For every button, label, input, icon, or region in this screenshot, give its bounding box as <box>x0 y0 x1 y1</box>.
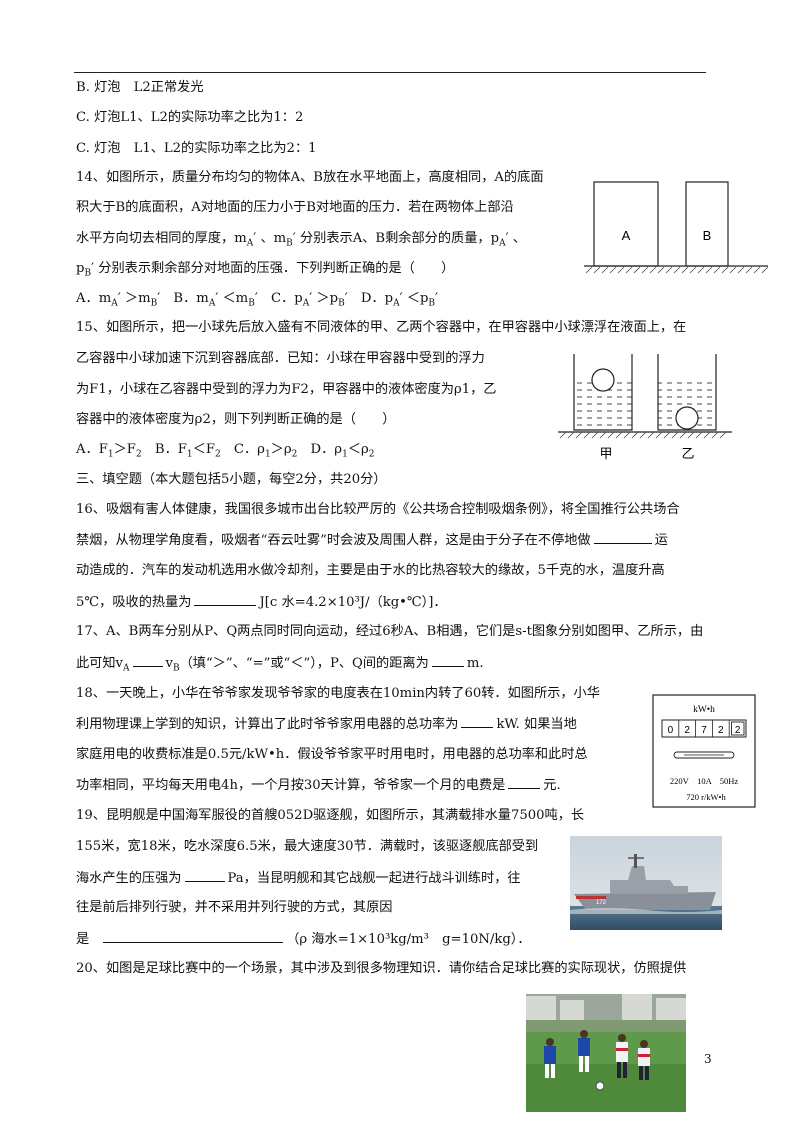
meter-digit-3: 7 <box>701 725 707 736</box>
meter-spec: 220V 10A 50Hz <box>670 776 739 786</box>
q18-text-b: kW. 如果当地 <box>496 717 577 732</box>
q18-text-d: 元. <box>543 778 561 793</box>
block-a <box>593 181 659 267</box>
q16-text-d: J[c 水=4.2×10³J/（kg•℃）]． <box>259 595 447 610</box>
label-yi: 乙 <box>681 447 694 462</box>
q18-line2: 利用物理课上学到的知识，计算出了此时爷爷家用电器的总功率为 kW. 如果当地 <box>76 714 577 735</box>
q19-text-c: 是 <box>76 932 90 947</box>
block-b-label: B <box>703 228 712 243</box>
meter-digit-box <box>661 719 747 738</box>
meter-unit: kW•h <box>693 705 715 715</box>
meter-decimal-box <box>731 721 745 736</box>
q14-line4: pB′ 分别表示剩余部分对地面的压强．下列判断正确的是（ ） <box>76 261 455 279</box>
q17-text-d: m. <box>466 656 484 671</box>
blocks-figure: A B <box>584 181 769 274</box>
q15-line2: 乙容器中小球加速下沉到容器底部．已知：小球在甲容器中受到的浮力 <box>76 351 485 366</box>
container-yi <box>657 354 717 431</box>
q18-text-a: 利用物理课上学到的知识，计算出了此时爷爷家用电器的总功率为 <box>76 717 459 732</box>
table-hatch <box>559 431 727 439</box>
q16-text-c: 5℃，吸收的热量为 <box>76 595 192 610</box>
meter-digit-2: 2 <box>684 725 690 736</box>
q15-line3: 为F1，小球在乙容器中受到的浮力为F2，甲容器中的液体密度为ρ1，乙 <box>76 382 497 397</box>
header-rule <box>74 72 706 73</box>
q19-line4: 往是前后排列行驶，并不采用并列行驶的方式，其原因 <box>76 900 393 915</box>
option-b: B. 灯泡 L2正常发光 <box>76 80 204 95</box>
q17-text-b: v <box>165 656 173 671</box>
meter-digit-4: 2 <box>718 725 724 736</box>
q19-line1: 19、昆明舰是中国海军服役的首艘052D驱逐舰，如图所示，其满载排水量7500吨… <box>76 808 585 823</box>
ball-sunk <box>675 406 699 430</box>
q19-blank-1[interactable] <box>184 868 225 882</box>
q19-text-b: Pa，当昆明舰和其它战舰一起进行战斗训练时，往 <box>227 871 521 886</box>
q19-text-a: 海水产生的压强为 <box>76 871 182 886</box>
electricity-meter: kW•h 0 2 7 2 2 220V 10A 50Hz 720 r/kW•h <box>652 694 756 808</box>
ball-floating <box>591 368 615 392</box>
q18-blank-2[interactable] <box>508 775 541 789</box>
q14-line1: 14、如图所示，质量分布均匀的物体A、B放在水平地面上，高度相同，A的底面 <box>76 170 544 185</box>
q16-text-b: 运 <box>654 533 668 548</box>
q15-line1: 15、如图所示，把一小球先后放入盛有不同液体的甲、乙两个容器中，在甲容器中小球漂… <box>76 320 687 335</box>
q15-options: A．F1＞F2 B．F1＜F2 C．ρ1＞ρ2 D．ρ1＜ρ2 <box>76 442 375 460</box>
container-jia <box>573 354 633 431</box>
q14-options: A．mA′ ＞mB′ B．mA′ ＜mB′ C．pA′ ＞pB′ D．pA′ ＜… <box>76 291 439 309</box>
page-number: 3 <box>704 1052 712 1066</box>
section-3-title: 三、填空题（本大题包括5小题，每空2分，共20分） <box>76 472 387 487</box>
q19-text-d: （ρ 海水=1×10³kg/m³ g=10N/kg）． <box>286 932 531 947</box>
q18-line3: 家庭用电的收费标准是0.5元/kW•h．假设爷爷家平时用电时，用电器的总功率和此… <box>76 747 588 762</box>
q17-line1: 17、A、B两车分别从P、Q两点同时同向运动，经过6秒A、B相遇，它们是s-t图… <box>76 624 704 639</box>
q18-line4: 功率相同，平均每天用电4h，一个月按30天计算，爷爷家一个月的电费是 元. <box>76 775 561 796</box>
q17-text-c: （填“＞”、“=”或“＜”），P、Q间的距离为 <box>179 656 429 671</box>
containers-figure: 甲 乙 <box>558 354 732 462</box>
q14-text-a: 水平方向切去相同的厚度，m <box>76 231 247 246</box>
q14-text-c: ′ 分别表示A、B剩余部分的质量，p <box>292 231 500 246</box>
q19-line2: 155米，宽18米，吃水深度6.5米，最大速度30节．满载时，该驱逐舰底部受到 <box>76 839 539 854</box>
q18-line1: 18、一天晚上，小华在爷爷家发现爷爷家的电度表在10min内转了60转．如图所示… <box>76 686 600 701</box>
q17-text-a: 此可知v <box>76 656 124 671</box>
q19-line5: 是 （ρ 海水=1×10³kg/m³ g=10N/kg）． <box>76 929 531 950</box>
meter-digit-5: 2 <box>735 725 741 736</box>
q16-line1: 16、吸烟有害人体健康，我国很多城市出台比较严厉的《公共场合控制吸烟条例》，将全… <box>76 502 680 517</box>
ground-hatch <box>585 266 769 274</box>
q19-line3: 海水产生的压强为 Pa，当昆明舰和其它战舰一起进行战斗训练时，往 <box>76 868 521 889</box>
q17-blank-2[interactable] <box>431 653 464 667</box>
q14-line2: 积大于B的底面积，A对地面的压力小于B对地面的压力．若在两物体上部沿 <box>76 200 514 215</box>
q17-blank-1[interactable] <box>132 653 163 667</box>
q15-line4: 容器中的液体密度为ρ2，则下列判断正确的是（ ） <box>76 412 396 427</box>
q14-text-e: p <box>76 261 85 276</box>
q18-text-c: 功率相同，平均每天用电4h，一个月按30天计算，爷爷家一个月的电费是 <box>76 778 506 793</box>
q16-line2: 禁烟，从物理学角度看，吸烟者“吞云吐雾”时会波及周围人群，这是由于分子在不停地做… <box>76 530 668 551</box>
meter-rev: 720 r/kW•h <box>686 792 726 802</box>
ship-hull <box>574 892 716 910</box>
q16-line3: 动造成的．汽车的发动机选用水做冷却剂，主要是由于水的比热容较大的缘故，5千克的水… <box>76 563 665 578</box>
svg-text:172: 172 <box>596 900 607 906</box>
q14-text-b: ′ 、m <box>253 231 287 246</box>
block-b <box>685 181 729 267</box>
q16-blank-2[interactable] <box>194 592 257 606</box>
block-a-label: A <box>622 228 631 243</box>
meter-frame <box>652 694 756 808</box>
players <box>544 1030 650 1091</box>
q14-text-f: ′ 分别表示剩余部分对地面的压强．下列判断正确的是（ ） <box>91 261 455 276</box>
q20-line1: 20、如图是足球比赛中的一个场景，其中涉及到很多物理知识．请你结合足球比赛的实际… <box>76 961 687 976</box>
option-c1: C. 灯泡L1、L2的实际功率之比为1：2 <box>76 110 304 125</box>
q16-blank-1[interactable] <box>593 530 652 544</box>
destroyer-photo: 172 <box>570 836 722 930</box>
option-c2: C. 灯泡 L1、L2的实际功率之比为2：1 <box>76 141 317 156</box>
q18-blank-1[interactable] <box>461 714 494 728</box>
q16-line4: 5℃，吸收的热量为 J[c 水=4.2×10³J/（kg•℃）]． <box>76 592 447 613</box>
label-jia: 甲 <box>599 447 612 462</box>
buildings <box>526 994 686 1020</box>
meter-digit-1: 0 <box>668 725 674 736</box>
football-photo <box>526 994 686 1112</box>
q14-line3: 水平方向切去相同的厚度，mA′ 、mB′ 分别表示A、B剩余部分的质量，pA′ … <box>76 231 526 249</box>
q16-text-a: 禁烟，从物理学角度看，吸烟者“吞云吐雾”时会波及周围人群，这是由于分子在不停地做 <box>76 533 591 548</box>
q19-blank-2[interactable] <box>103 929 284 943</box>
q14-text-d: ′ 、 <box>505 231 526 246</box>
